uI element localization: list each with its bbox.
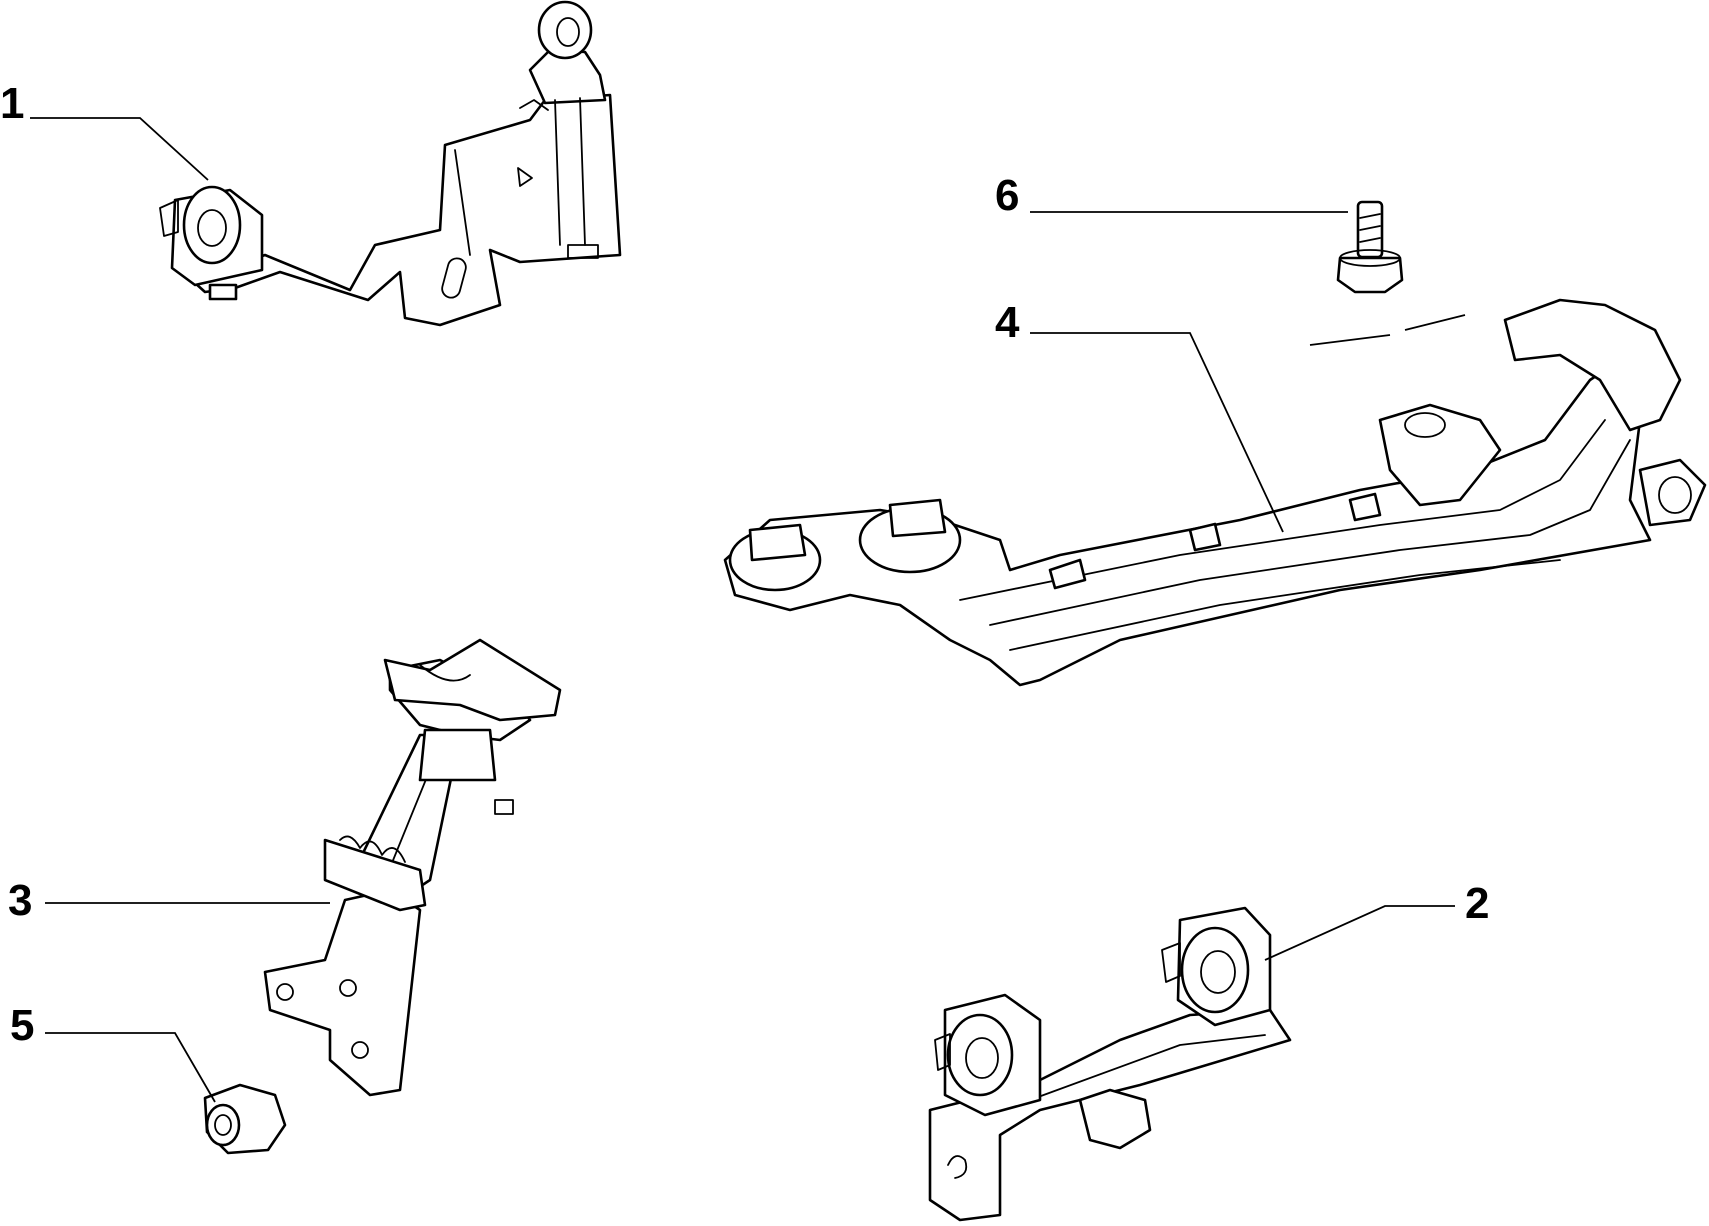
part-5-nut[interactable] bbox=[203, 1083, 287, 1155]
part-1-bracket[interactable] bbox=[159, 0, 622, 327]
callout-4: 4 bbox=[995, 298, 1020, 347]
callout-5: 5 bbox=[10, 1001, 34, 1050]
part-6-bolt[interactable] bbox=[1336, 200, 1404, 294]
part-4-rail[interactable] bbox=[723, 298, 1707, 687]
bolt-alignment-line-a bbox=[1309, 334, 1391, 346]
callout-1: 1 bbox=[0, 79, 24, 128]
bolt-alignment-line-b bbox=[1404, 314, 1466, 331]
part-2-bracket[interactable] bbox=[928, 906, 1292, 1222]
leader-lines bbox=[30, 117, 1455, 1103]
callout-6: 6 bbox=[995, 171, 1019, 220]
leader-line-5 bbox=[45, 1032, 216, 1103]
leader-line-2 bbox=[1264, 905, 1455, 961]
part-3-bracket[interactable] bbox=[263, 638, 562, 1097]
callout-2: 2 bbox=[1465, 879, 1489, 928]
leader-line-1 bbox=[30, 117, 209, 181]
leader-line-4 bbox=[1030, 332, 1284, 533]
callout-3: 3 bbox=[8, 876, 32, 925]
